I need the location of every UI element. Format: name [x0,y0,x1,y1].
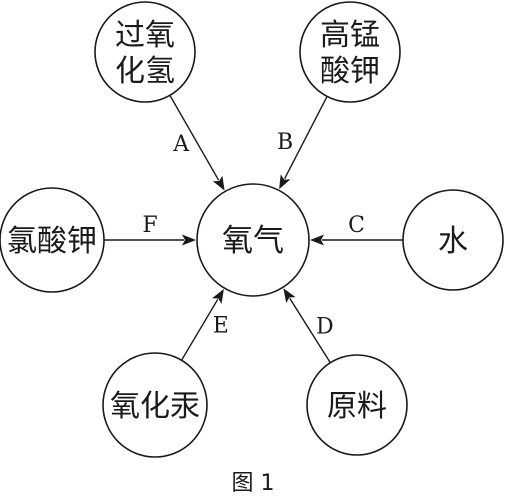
arrow-shaft [289,297,331,364]
source-node-circle [0,187,105,293]
center-node-label: 氧气 [222,223,284,259]
source-node-label: 酸钾 [320,54,380,89]
source-node-label: 水 [438,224,468,259]
source-node-label: 高锰 [320,18,380,53]
arrow-c: C [310,213,403,246]
edge-label-c: C [348,213,365,238]
source-node-hgo: 氧化汞 [102,352,208,458]
edge-label-d: D [316,314,334,339]
source-node-label: 原料 [327,389,387,424]
arrowhead [182,234,196,246]
source-node-label: 化氢 [115,54,175,89]
source-node-label: 过氧 [115,18,175,53]
arrow-e: E [180,289,229,361]
arrow-b: B [277,96,328,190]
center-node-oxygen: 氧气 [196,183,310,297]
arrow-f: F [104,213,196,246]
center-node-circle [196,183,310,297]
source-node-label: 氯酸钾 [7,224,97,259]
source-node-circle [299,1,401,103]
source-node-label: 氧化汞 [110,389,200,424]
source-node-kclo3: 氯酸钾 [0,187,105,293]
edge-label-f: F [142,213,157,238]
source-node-circle [402,189,504,291]
arrowhead [283,288,296,303]
source-node-water: 水 [402,189,504,291]
edges-layer: A B C D E F [104,95,403,364]
edge-label-e: E [213,314,229,339]
arrow-a: A [169,95,225,191]
figure-caption: 图 1 [232,471,275,496]
source-node-circle [94,1,196,103]
arrow-shaft [169,95,220,181]
arrowhead [212,289,224,304]
edge-label-b: B [277,130,293,155]
arrowhead [279,174,291,190]
source-node-circle [306,354,408,456]
arrow-d: D [283,288,334,364]
source-node-feedstock: 原料 [306,354,408,456]
source-node-circle [102,352,208,458]
arrow-shaft [180,298,219,361]
arrow-shaft [284,96,328,180]
arrowhead [310,234,324,246]
arrowhead [212,175,225,191]
edge-label-a: A [172,132,190,157]
